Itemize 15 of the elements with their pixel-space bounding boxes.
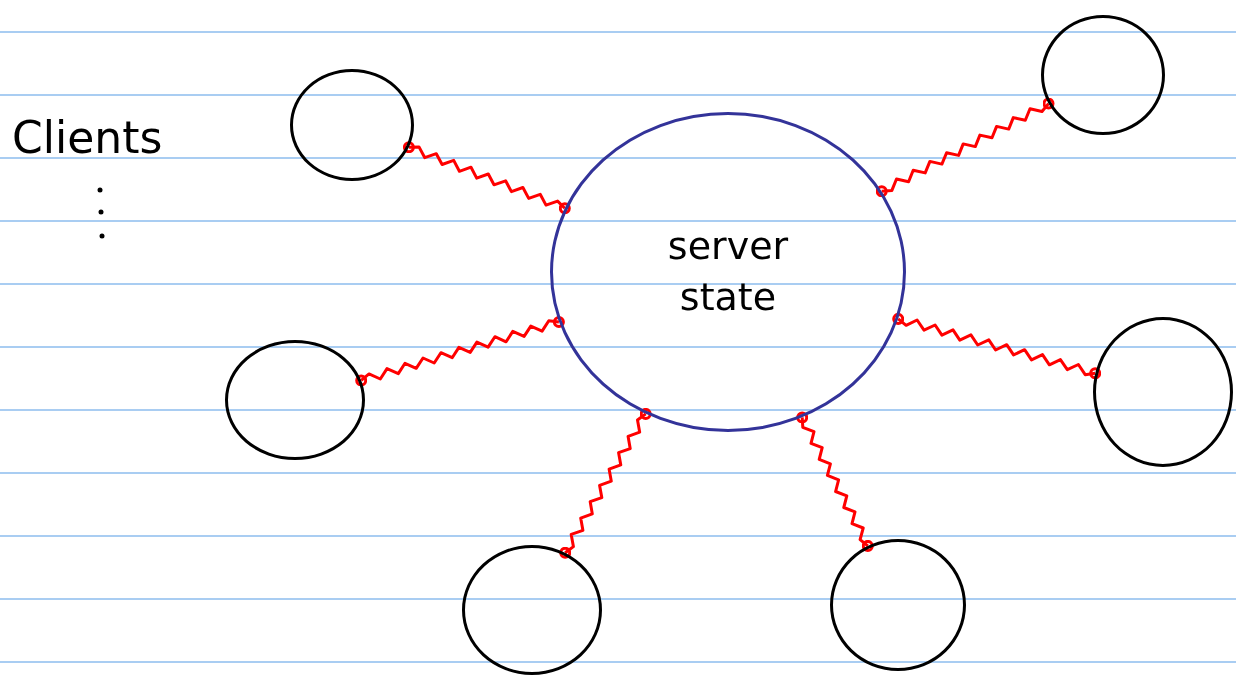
client-circle — [462, 545, 602, 675]
wavy-connector — [355, 316, 565, 387]
wavy-connector — [875, 97, 1055, 198]
client-circle — [1093, 317, 1233, 467]
client-circle — [225, 340, 365, 460]
wavy-connector — [402, 141, 571, 215]
client-circle — [1041, 15, 1165, 135]
text-label: Clients — [12, 112, 163, 163]
server-circle — [550, 112, 906, 432]
client-circle — [290, 69, 414, 181]
wavy-connector — [796, 411, 874, 552]
wavy-connector — [559, 407, 652, 559]
node-label: server state — [666, 222, 790, 321]
client-circle — [830, 539, 966, 671]
wavy-connector — [892, 312, 1102, 380]
